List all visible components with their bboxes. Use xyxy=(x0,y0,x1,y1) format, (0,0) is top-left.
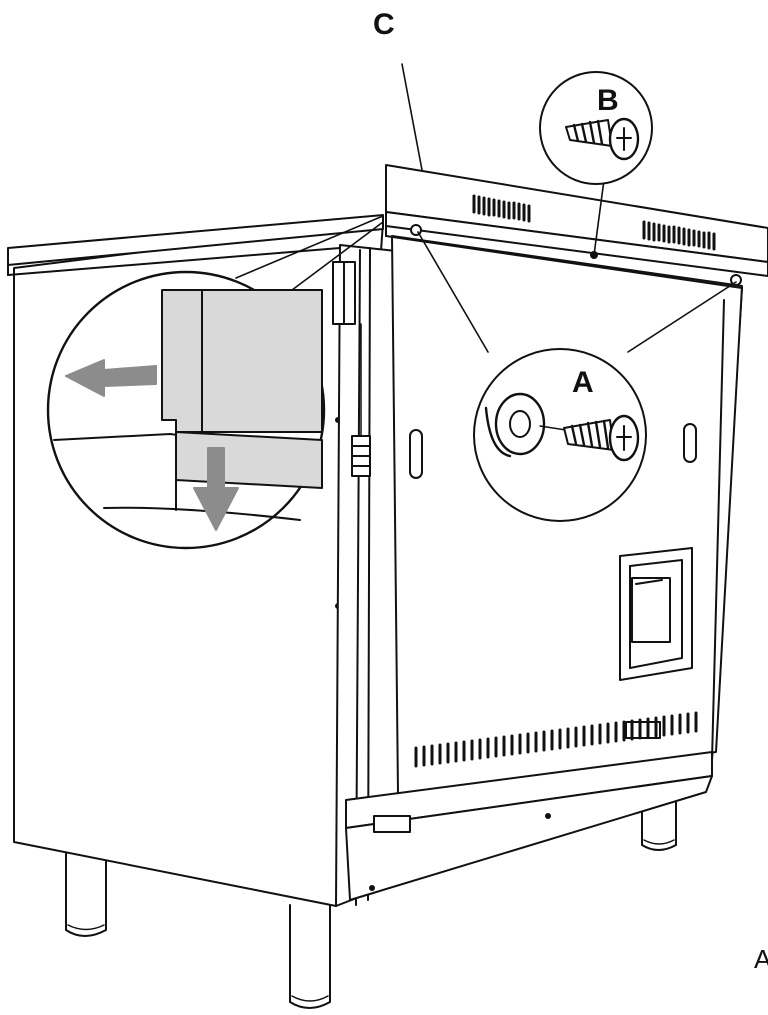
callout-label-c: C xyxy=(373,8,395,41)
cooker-legs xyxy=(65,774,677,1009)
arrow-left-icon xyxy=(65,359,157,397)
rear-vent-slots xyxy=(414,711,698,768)
arrow-down-icon xyxy=(193,447,239,531)
detail-a-circle xyxy=(473,348,647,522)
screw-icon xyxy=(563,414,640,462)
cooker-rear-panel xyxy=(332,235,743,907)
callout-label-a: A xyxy=(572,366,594,399)
callout-label-b: B xyxy=(597,84,619,117)
spacer-icon xyxy=(484,392,546,458)
back-guard-strip xyxy=(385,164,768,289)
detail-b-circle xyxy=(539,71,653,185)
leader-lines xyxy=(235,63,737,353)
edge-glyph: A xyxy=(754,944,768,974)
screw-icon xyxy=(565,117,640,161)
detail-slide-circle xyxy=(46,270,326,550)
